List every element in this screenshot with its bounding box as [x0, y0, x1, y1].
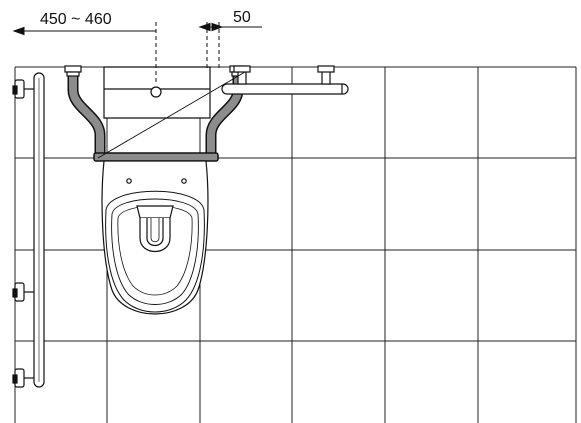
- flush-button: [150, 86, 162, 98]
- bowl-drain: [136, 205, 174, 252]
- seat-bolt-left: [126, 178, 132, 184]
- dimension-left: [12, 22, 157, 85]
- seat-hinge-bar: [93, 152, 219, 162]
- seat-bolt-right: [181, 178, 187, 184]
- dimension-label-left: 450 ~ 460: [40, 11, 112, 28]
- toilet-tank: [103, 66, 211, 119]
- horizontal-grab-bar: [221, 65, 349, 95]
- diagonal-reference-line: [97, 71, 246, 159]
- vertical-grab-bar: [12, 72, 45, 388]
- left-supply-pipe: [64, 65, 106, 153]
- dimension-label-right: 50: [233, 9, 251, 26]
- dimension-right: [198, 22, 262, 70]
